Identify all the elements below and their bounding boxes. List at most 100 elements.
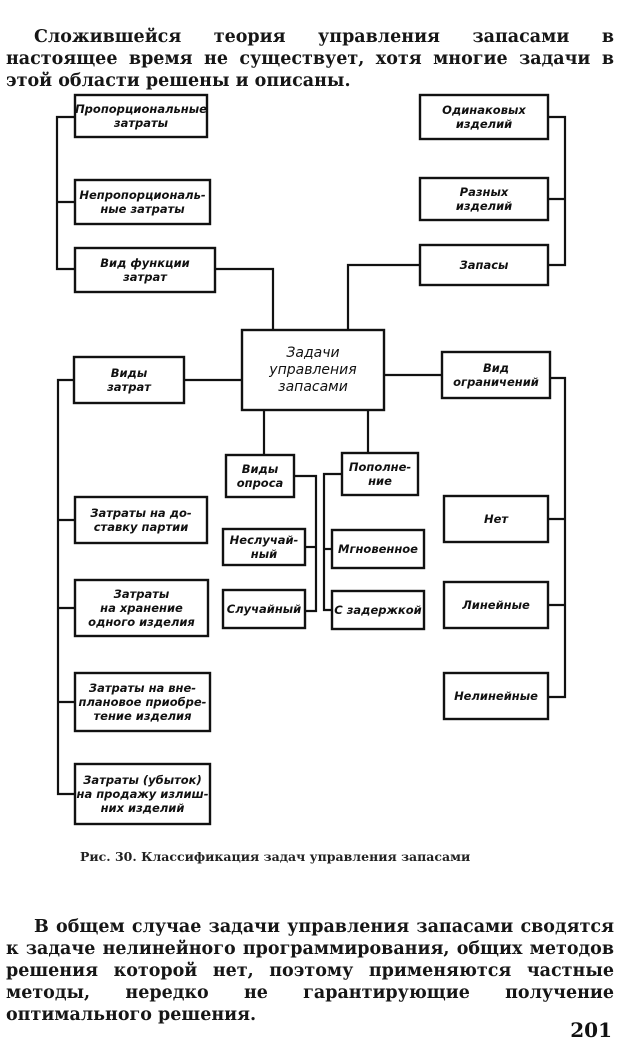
cost-types-box-frame [72, 355, 186, 405]
replenishment-item-box-2-frame [330, 589, 426, 631]
constraint-types-box-label: ограничений [453, 375, 539, 389]
replenishment-box-frame [340, 451, 420, 497]
cost-item-box-1-label: ставку партии [94, 520, 189, 534]
cost-item-box-2-label: Затраты [114, 587, 170, 601]
top-right-box-1-frame [418, 93, 550, 141]
demand-item-box-2: Случайный [221, 588, 307, 630]
constraint-item-box-3-label: Нелинейные [454, 689, 538, 703]
top-left-box-1-frame [73, 93, 209, 139]
outro-text: В общем случае задачи управления запасам… [6, 916, 614, 1025]
cost-types-box-label: затрат [106, 380, 152, 394]
demand-types-box-label: Виды [242, 462, 279, 476]
top-left-spine [55, 115, 75, 271]
cost-item-box-2-label: одного изделия [88, 615, 195, 629]
demand-types-box-label: опроса [237, 476, 284, 490]
cost-item-box-3-label: Затраты на вне- [89, 681, 196, 695]
cost-item-box-2-frame [73, 578, 210, 638]
top-left-box-1-label: затраты [113, 116, 169, 130]
demand-item-box-2-label: Случайный [227, 602, 301, 616]
top-right-box-3: Запасы [418, 243, 550, 287]
center-box-label: запасами [278, 379, 348, 395]
top-left-box-1-label: Пропорциональные [75, 102, 207, 116]
replenishment-box-label: ние [368, 474, 392, 488]
cost-item-box-3: Затраты на вне-плановое приобре-тение из… [73, 671, 212, 733]
cost-types-box-label: Виды [111, 366, 148, 380]
constraint-item-box-3-frame [442, 671, 550, 721]
top-left-box-3-label: Вид функции [100, 256, 189, 270]
replenishment-item-box-2: С задержкой [330, 589, 426, 631]
connector-lines [55, 115, 567, 796]
constraint-types-box-label: Вид [483, 361, 509, 375]
top-right-box-2-frame [418, 176, 550, 222]
demand-item-box-1-label: Неслучай- [230, 533, 299, 547]
top-right-spine [548, 115, 567, 267]
cost-item-box-2-label: на хранение [100, 601, 183, 615]
top-left-box-2: Непропорциональ-ные затраты [73, 178, 212, 226]
top-left-box-2-frame [73, 178, 212, 226]
replenishment-item-box-2-label: С задержкой [334, 603, 421, 617]
replenishment-item-box-1: Мгновенное [330, 528, 426, 570]
replenishment-item-box-1-frame [330, 528, 426, 570]
cost-item-box-3-label: тение изделия [94, 709, 193, 723]
constraint-item-box-2-frame [442, 580, 550, 630]
constraint-item-box-1-frame [442, 494, 550, 544]
top-left-box-2-label: Непропорциональ- [79, 188, 205, 202]
top-right-box-3-label: Запасы [460, 258, 509, 272]
demand-types-box-frame [224, 453, 296, 499]
cost-item-box-4-label: Затраты (убыток) [83, 773, 201, 787]
replenishment-box: Пополне-ние [340, 451, 420, 497]
demand-item-box-1: Неслучай-ный [221, 527, 307, 567]
top-left-box-2-label: ные затраты [100, 202, 185, 216]
cost-item-box-4-frame [73, 762, 212, 826]
demand-item-box-1-frame [221, 527, 307, 567]
replenishment-item-box-1-label: Мгновенное [338, 542, 418, 556]
replenishment-spine [322, 472, 342, 612]
top-right-to-center [346, 263, 420, 330]
figure-caption: Рис. 30. Классификация задач управления … [80, 849, 471, 864]
top-right-box-2-label: Разных [460, 185, 509, 199]
constraint-types-box-frame [440, 350, 552, 400]
constraint-item-box-2-label: Линейные [461, 598, 530, 612]
constraint-item-box-2: Линейные [442, 580, 550, 630]
constraint-item-box-1-label: Нет [484, 512, 509, 526]
constraint-item-box-3: Нелинейные [442, 671, 550, 721]
demand-item-box-1-label: ный [251, 547, 277, 561]
constraint-spine [548, 376, 567, 699]
constraint-item-box-1: Нет [442, 494, 550, 544]
top-right-box-1-label: изделий [456, 117, 512, 131]
outro-paragraph: В общем случае задачи управления запасам… [6, 916, 614, 1026]
top-left-to-center [215, 267, 275, 330]
cost-spine [56, 378, 75, 796]
page-number: 201 [570, 1018, 612, 1042]
cost-item-box-4-label: них изделий [101, 801, 185, 815]
demand-spine [294, 474, 318, 613]
cost-item-box-3-frame [73, 671, 212, 733]
top-left-box-3-label: затрат [122, 270, 168, 284]
top-right-box-3-frame [418, 243, 550, 287]
center-box-label: Задачи [286, 345, 339, 361]
cost-item-box-3-label: плановое приобре- [79, 695, 207, 709]
top-right-box-2-label: изделий [456, 199, 512, 213]
cost-item-box-1: Затраты на до-ставку партии [73, 495, 209, 545]
intro-paragraph: Сложившейся теория управления запасами в… [6, 26, 614, 92]
intro-text: Сложившейся теория управления запасами в… [6, 26, 614, 91]
replenishment-box-label: Пополне- [349, 460, 412, 474]
cost-item-box-1-label: Затраты на до- [90, 506, 192, 520]
cost-item-box-4: Затраты (убыток)на продажу излиш-них изд… [73, 762, 212, 826]
center-box-label: управления [268, 362, 356, 378]
top-right-box-1-label: Одинаковых [442, 103, 526, 117]
top-left-box-3-frame [73, 246, 217, 294]
demand-item-box-2-frame [221, 588, 307, 630]
cost-item-box-4-label: на продажу излиш- [77, 787, 209, 801]
center-box-frame [240, 328, 386, 412]
